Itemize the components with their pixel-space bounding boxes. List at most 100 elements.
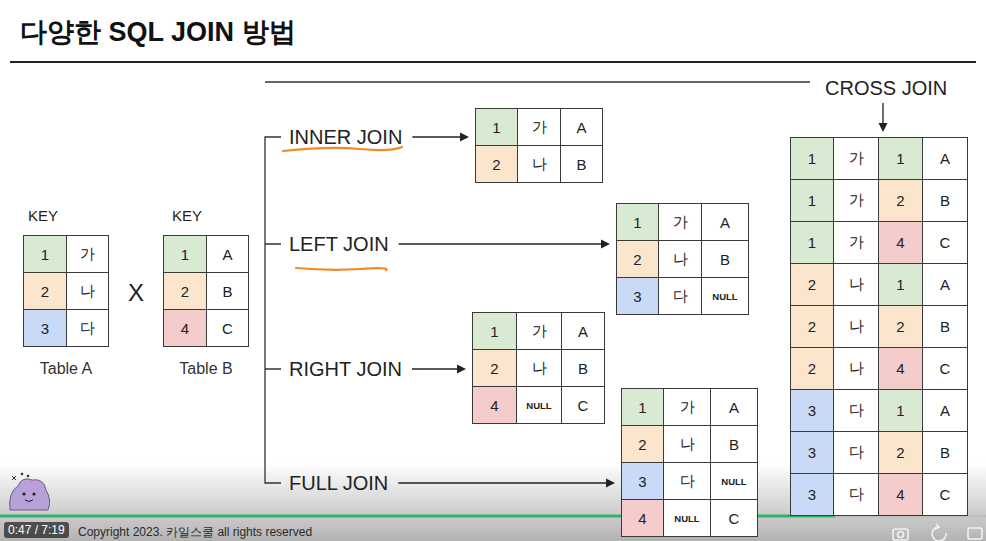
- table-cell: C: [922, 347, 968, 390]
- cell-text: A: [578, 323, 588, 340]
- cell-text: 1: [896, 150, 904, 167]
- cell-text: 다: [80, 319, 95, 338]
- table-cell: 1: [790, 137, 834, 180]
- table-cell: 2: [790, 305, 834, 348]
- table-caption: Table B: [153, 360, 259, 378]
- arrow-head: [879, 123, 888, 132]
- cell-text: A: [729, 399, 739, 416]
- data-table: 1A2B4CKEYTable B: [163, 235, 249, 347]
- cell-text: 1: [896, 402, 904, 419]
- cell-text: B: [578, 360, 588, 377]
- arrow-head: [457, 365, 466, 374]
- cell-text: NULL: [712, 291, 737, 302]
- cell-text: 4: [896, 234, 904, 251]
- cell-text: C: [940, 234, 951, 251]
- table-cell: 4: [878, 221, 923, 264]
- cell-text: B: [222, 283, 232, 300]
- cell-text: A: [576, 119, 586, 136]
- cell-text: 4: [896, 360, 904, 377]
- table-cell: 1: [878, 263, 923, 306]
- cell-text: A: [720, 214, 730, 231]
- table-cell: 2: [23, 272, 67, 310]
- join-label: FULL JOIN: [287, 471, 390, 495]
- table-cell: B: [560, 145, 603, 183]
- cell-text: 3: [808, 402, 816, 419]
- cell-text: 나: [849, 275, 864, 294]
- arrow-line: [412, 136, 461, 137]
- column-heading: KEY: [28, 207, 58, 224]
- player-icons: [893, 524, 982, 541]
- cell-text: 가: [532, 322, 547, 341]
- table-cell: B: [701, 240, 749, 278]
- cell-text: 2: [633, 251, 641, 268]
- table-cell: 나: [517, 145, 561, 183]
- table-cell: 나: [833, 305, 879, 348]
- cell-text: 다: [673, 287, 688, 306]
- table-cell: 3: [790, 431, 834, 474]
- table-cell: 2: [790, 263, 834, 306]
- table-cell: 2: [878, 431, 923, 474]
- table-cell: 나: [663, 425, 711, 463]
- table-cell: 다: [66, 309, 109, 347]
- arrow-line: [398, 482, 607, 483]
- join-name: FULL JOIN: [289, 472, 388, 494]
- join-name: INNER JOIN: [289, 126, 402, 148]
- cell-text: 가: [849, 191, 864, 210]
- title-rule: [10, 61, 976, 63]
- data-table: 1가A2나B4NULLC: [472, 312, 605, 424]
- table-cell: NULL: [701, 277, 749, 315]
- cell-text: 가: [532, 118, 547, 137]
- cell-text: C: [222, 320, 233, 337]
- cell-text: 3: [41, 320, 49, 337]
- table-cell: 다: [833, 431, 879, 474]
- join-name: LEFT JOIN: [289, 233, 389, 255]
- table-cell: 나: [66, 272, 109, 310]
- cell-text: 다: [849, 485, 864, 504]
- table-cell: 2: [878, 179, 923, 222]
- table-cell: 3: [23, 309, 67, 347]
- data-table: 1가1A1가2B1가4C2나1A2나2B2나4C3다1A3다2B3다4C: [790, 137, 968, 516]
- table-cell: 2: [621, 425, 664, 463]
- cell-text: 나: [80, 282, 95, 301]
- cell-text: 가: [673, 213, 688, 232]
- arrow-line: [399, 243, 602, 244]
- join-name: CROSS JOIN: [825, 77, 947, 99]
- join-label: LEFT JOIN: [287, 232, 391, 256]
- table-cell: 나: [516, 349, 562, 387]
- page-title: 다양한 SQL JOIN 방법: [20, 14, 296, 50]
- table-cell: 가: [833, 137, 879, 180]
- cell-text: 1: [492, 119, 500, 136]
- table-cell: 3: [790, 389, 834, 432]
- cell-text: NULL: [721, 476, 746, 487]
- table-cell: 가: [833, 221, 879, 264]
- cell-text: 3: [633, 288, 641, 305]
- cell-text: 가: [849, 149, 864, 168]
- cell-text: 3: [638, 473, 646, 490]
- table-cell: 3: [790, 473, 834, 516]
- table-cell: NULL: [516, 386, 562, 424]
- cell-text: 2: [896, 192, 904, 209]
- table-cell: A: [922, 263, 968, 306]
- cell-text: 1: [638, 399, 646, 416]
- arrow-head: [460, 133, 469, 142]
- cell-text: A: [940, 276, 950, 293]
- table-cell: A: [922, 137, 968, 180]
- cell-text: 4: [638, 510, 646, 527]
- table-caption: Table A: [13, 360, 119, 378]
- player-shade: [0, 462, 986, 541]
- table-cell: 1: [790, 221, 834, 264]
- cell-text: 2: [808, 318, 816, 335]
- cell-text: B: [940, 192, 950, 209]
- cell-text: 2: [490, 360, 498, 377]
- table-cell: C: [922, 221, 968, 264]
- table-cell: 나: [833, 263, 879, 306]
- cell-text: 2: [181, 283, 189, 300]
- table-cell: B: [922, 179, 968, 222]
- cell-text: 3: [808, 486, 816, 503]
- table-cell: 가: [663, 388, 711, 426]
- cell-text: 1: [41, 246, 49, 263]
- table-cell: 4: [163, 309, 207, 347]
- table-cell: C: [561, 386, 605, 424]
- table-cell: B: [922, 305, 968, 348]
